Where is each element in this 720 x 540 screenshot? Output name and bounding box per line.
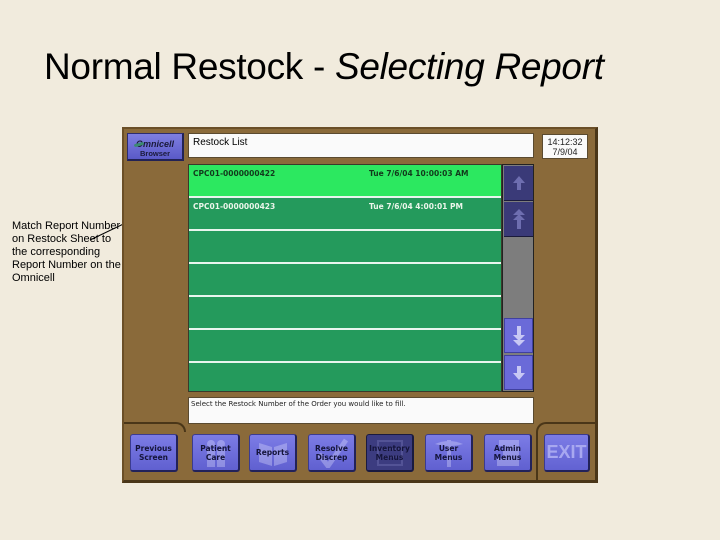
logo-brand: Omnicell [135,139,174,149]
label-line-1: Admin [494,443,521,453]
list-row[interactable] [189,231,501,264]
list-row[interactable]: CPC01-0000000422 Tue 7/6/04 10:00:03 AM [189,165,501,198]
list-row[interactable] [189,330,501,363]
clock-time: 14:12:32 [547,137,583,147]
list-row[interactable] [189,297,501,330]
double-arrow-up-icon [512,209,525,229]
status-message: Select the Restock Number of the Order y… [188,397,534,424]
slide-title-italic: Selecting Report [334,46,604,87]
label-line-2: Care [205,452,226,462]
label-line-1: Inventory [369,443,410,453]
slide-title: Normal Restock - Selecting Report [44,46,604,88]
list-scrollbar[interactable] [502,164,534,392]
label-line-1: User [438,443,459,453]
label-line-2: Menus [375,452,404,462]
reports-button[interactable]: Reports [249,434,297,472]
tab-divider-right [536,422,598,482]
double-arrow-down-icon [512,325,525,346]
clock-date: 7/9/04 [552,147,578,157]
slide-title-plain: Normal Restock - [44,46,335,87]
label-line-1: Previous [135,443,172,453]
label-line-2: Screen [138,452,169,462]
list-row[interactable]: CPC01-0000000423 Tue 7/6/04 4:00:01 PM [189,198,501,231]
logo-sub: Browser [139,149,170,158]
row-date: Tue 7/6/04 4:00:01 PM [369,202,463,211]
scroll-bottom-button[interactable] [504,355,533,390]
restock-list: CPC01-0000000422 Tue 7/6/04 10:00:03 AM … [188,164,502,392]
row-restock-id: CPC01-0000000422 [193,169,276,178]
reports-label: Reports [255,448,290,457]
label-line-2: Menus [493,452,522,462]
arrow-up-icon [512,176,525,190]
tab-divider-left [124,422,186,432]
label-line-2: Discrep [315,452,348,462]
omnicell-browser-button[interactable]: Omnicell Browser [127,133,184,161]
label-line-1: Resolve [314,443,349,453]
screen-title: Restock List [188,133,534,158]
label-line-1: Patient [200,443,231,453]
omnicell-screen: Omnicell Browser Restock List 14:12:32 7… [122,127,598,483]
label-line-2: Menus [434,452,463,462]
page-down-button[interactable] [504,318,533,353]
list-row[interactable] [189,264,501,297]
clock: 14:12:32 7/9/04 [542,134,588,159]
arrow-down-icon [512,365,525,380]
exit-button[interactable]: EXIT [544,434,590,472]
list-row[interactable] [189,363,501,387]
callout-text: Match Report Number on Restock Sheet to … [12,220,121,284]
row-date: Tue 7/6/04 10:00:03 AM [369,169,469,178]
scroll-top-button[interactable] [504,166,533,201]
page-up-button[interactable] [504,202,533,237]
row-restock-id: CPC01-0000000423 [193,202,276,211]
